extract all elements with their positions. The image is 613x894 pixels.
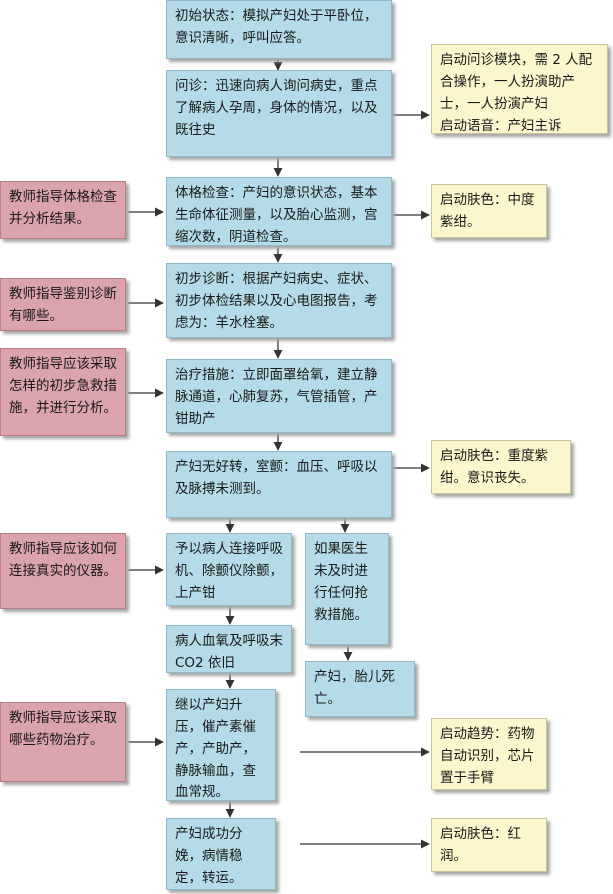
teacher-drugs: 教师指导应该采取哪些药物治疗。: [0, 702, 126, 782]
node-no-rescue: 如果医生未及时进行任何抢救措施。: [305, 533, 389, 645]
node-inquiry: 问诊：迅速向病人询问病史，重点了解病人孕周，身体的情况，以及既往史: [166, 70, 392, 157]
node-raise-bp: 继以产妇升压，催产素催产，产助产，静脉输血，查血常规。: [166, 689, 276, 801]
node-spo2-low: 病人血氧及呼吸末 CO2 依旧: [166, 625, 292, 673]
node-no-improvement: 产妇无好转，室颤：血压、呼吸以及脉搏未测到。: [166, 451, 392, 518]
module-skin-severe: 启动肤色：重度紫绀。意识丧失。: [431, 440, 571, 494]
node-maternal-fetal-death: 产妇，胎儿死亡。: [305, 661, 415, 717]
node-success-delivery: 产妇成功分娩，病情稳定，转运。: [166, 818, 276, 890]
module-trend-chip: 启动趋势：药物自动识别，芯片置于手臂: [431, 718, 547, 790]
module-skin-ruddy: 启动肤色：红润。: [431, 818, 547, 872]
teacher-emergency: 教师指导应该采取怎样的初步急救措施，并进行分析。: [0, 348, 126, 436]
teacher-differential: 教师指导鉴别诊断有哪些。: [0, 278, 126, 331]
node-treatment: 治疗措施：立即面罩给氧，建立静脉通道，心肺复苏，气管插管，产钳助产: [166, 359, 392, 433]
node-initial-diagnosis: 初步诊断：根据产妇病史、症状、初步体检结果以及心电图报告，考虑为：羊水栓塞。: [166, 263, 392, 338]
node-physical-exam: 体格检查：产妇的意识状态，基本生命体征测量，以及胎心监测，宫缩次数，阴道检查。: [166, 177, 392, 246]
node-initial-state: 初始状态：模拟产妇处于平卧位，意识清晰，呼叫应答。: [166, 0, 392, 59]
module-skin-moderate: 启动肤色：中度紫绀。: [431, 184, 547, 238]
module-inquiry: 启动问诊模块，需 2 人配合操作，一人扮演助产士，一人扮演产妇 启动语音：产妇主…: [431, 44, 608, 134]
teacher-exam: 教师指导体格检查并分析结果。: [0, 181, 126, 239]
node-connect-ventilator: 予以病人连接呼吸机、除颤仪除颤，上产钳: [166, 533, 292, 606]
teacher-instruments: 教师指导应该如何连接真实的仪器。: [0, 533, 126, 609]
